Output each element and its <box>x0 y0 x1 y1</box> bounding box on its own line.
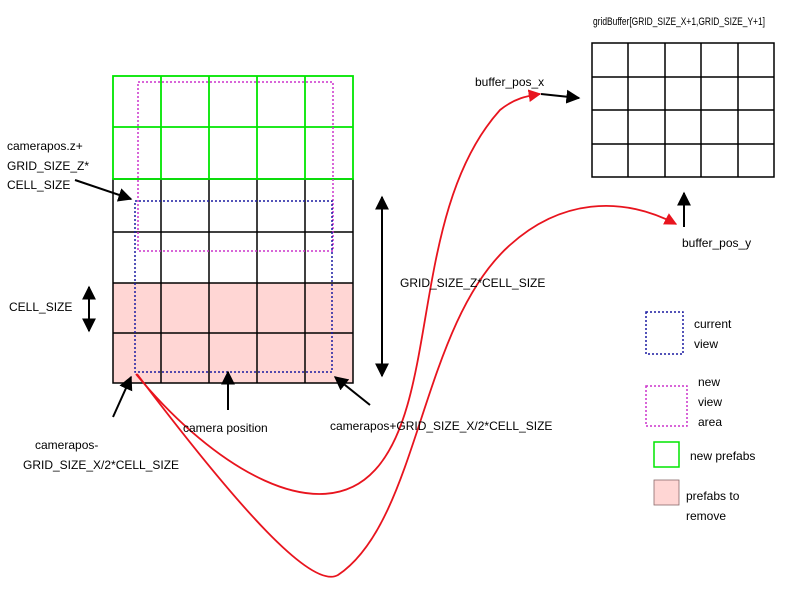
legend-prefabs-remove-label: prefabs to remove <box>686 489 743 523</box>
mapping-curve-y <box>136 205 678 578</box>
grid-size-z-label: GRID_SIZE_Z*CELL_SIZE <box>400 276 545 290</box>
legend-new-view-swatch <box>645 385 688 427</box>
camera-position-label: camera position <box>183 421 268 435</box>
grid-buffer-title: gridBuffer[GRID_SIZE_X+1,GRID_SIZE_Y+1] <box>593 16 765 28</box>
legend-new-prefabs-swatch <box>653 441 680 468</box>
camerapos-minus-label: camerapos- GRID_SIZE_X/2*CELL_SIZE <box>23 438 179 472</box>
cell-size-label: CELL_SIZE <box>9 300 72 314</box>
buffer-pos-x-arrow <box>540 89 581 104</box>
buffer-pos-y-label: buffer_pos_y <box>682 236 751 250</box>
legend-current-view-swatch <box>645 311 684 355</box>
camerapos-plus-arrow <box>333 376 371 406</box>
legend-current-view-label: current view <box>694 317 735 351</box>
legend: current view new view area new prefabs p… <box>645 311 755 523</box>
camerapos-z-arrow <box>74 179 133 202</box>
legend-new-prefabs-label: new prefabs <box>690 449 755 463</box>
legend-new-view-label: new view area <box>698 375 725 429</box>
new-prefab-rows <box>112 75 354 180</box>
grid-buffer <box>591 42 775 178</box>
camerapos-minus-arrow <box>112 375 133 418</box>
buffer-pos-x-label: buffer_pos_x <box>475 75 544 89</box>
mapping-curve-x <box>135 89 542 495</box>
camerapos-z-label: camerapos.z+ GRID_SIZE_Z* CELL_SIZE <box>7 139 92 192</box>
legend-prefabs-remove-swatch <box>653 479 680 506</box>
camerapos-plus-label: camerapos+GRID_SIZE_X/2*CELL_SIZE <box>330 419 552 433</box>
new-view-area-outline <box>137 81 334 252</box>
main-grid <box>112 75 354 384</box>
